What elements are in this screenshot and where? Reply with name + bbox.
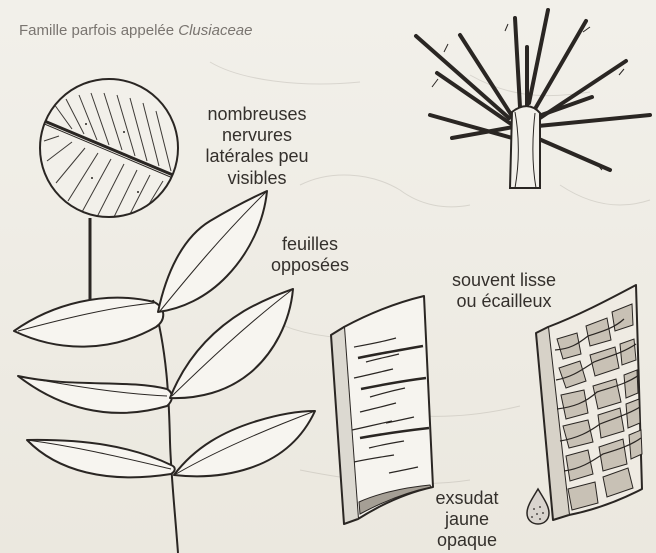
header-prefix: Famille parfois appelée [19, 22, 178, 39]
bark-smooth-illustration [331, 296, 433, 524]
exsudat-drop [527, 489, 549, 524]
label-exsudat-line-3: opaque [426, 530, 508, 551]
label-ecorce-line-2: ou écailleux [434, 291, 574, 312]
label-exsudat-line-2: jaune [426, 509, 508, 530]
page-header: Famille parfois appelée Clusiaceae [19, 22, 252, 40]
family-name: Clusiaceae [178, 22, 252, 39]
label-nervures-line-2: nervures [167, 125, 347, 146]
label-feuilles-line-1: feuilles [262, 234, 358, 255]
tree-crown-illustration [416, 10, 650, 188]
label-nervures-line-1: nombreuses [167, 104, 347, 125]
label-nervures-line-3: latérales peu [167, 146, 347, 167]
label-feuilles-line-2: opposées [262, 255, 358, 276]
label-ecorce-line-1: souvent lisse [434, 270, 574, 291]
label-exsudat-line-1: exsudat [426, 488, 508, 509]
label-ecorce: souvent lisse ou écailleux [434, 270, 574, 312]
magnified-leaf-circle [40, 79, 180, 219]
bark-scaly-illustration [536, 285, 642, 520]
label-nervures: nombreuses nervures latérales peu visibl… [167, 104, 347, 189]
label-feuilles: feuilles opposées [262, 234, 358, 276]
label-nervures-line-4: visibles [167, 168, 347, 189]
label-exsudat: exsudat jaune opaque [426, 488, 508, 552]
